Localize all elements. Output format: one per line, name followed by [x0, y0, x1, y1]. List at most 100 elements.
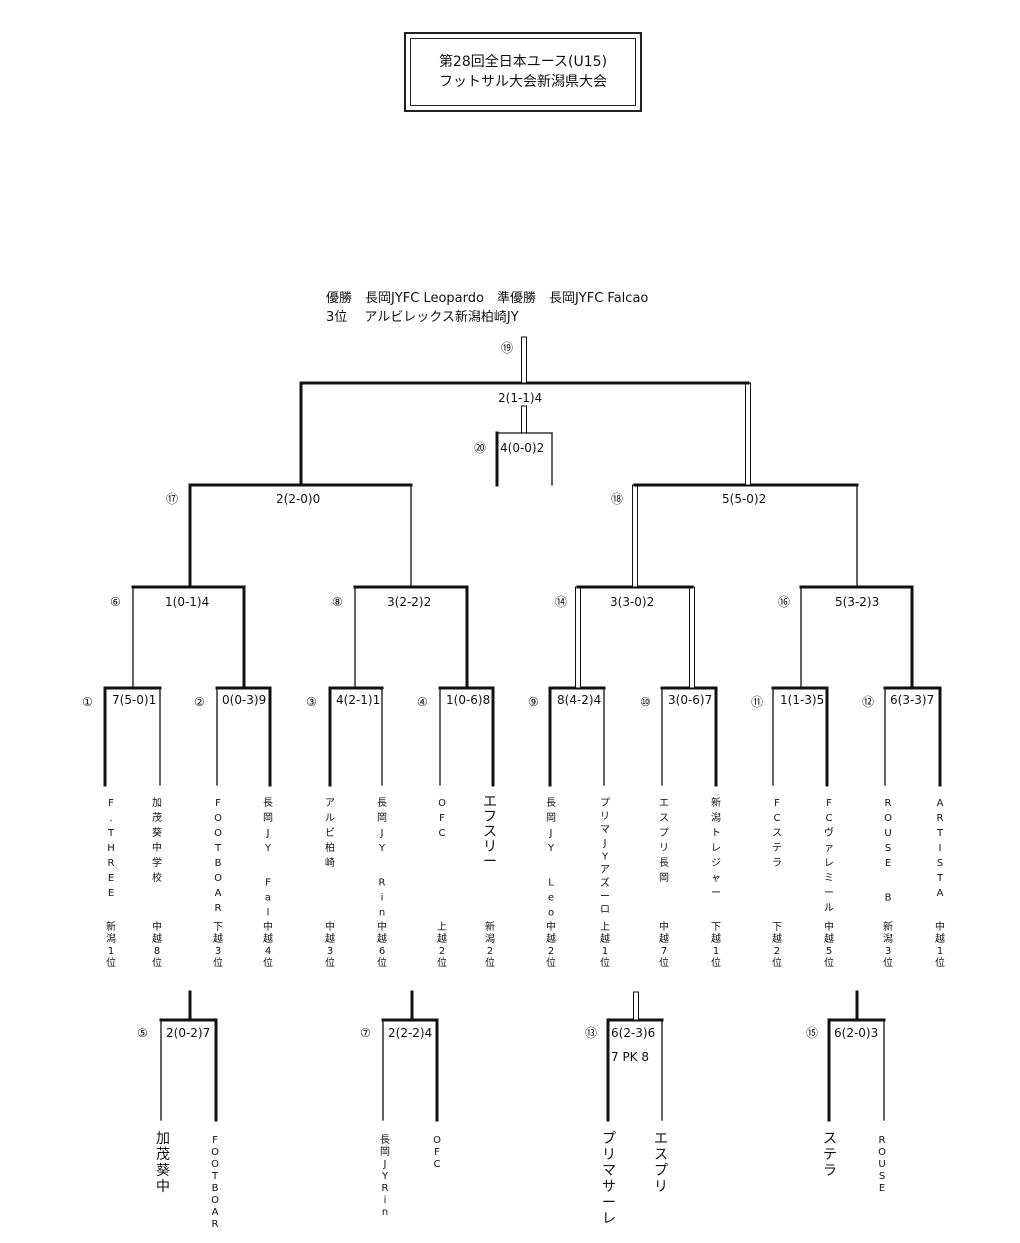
- glyph: 長: [659, 857, 669, 869]
- glyph: .: [109, 813, 112, 824]
- glyph: ー: [602, 1195, 616, 1211]
- glyph: 位: [600, 956, 610, 969]
- glyph: a: [265, 893, 271, 904]
- glyph: R: [212, 1219, 219, 1230]
- glyph: Y: [381, 1171, 389, 1182]
- glyph: 越: [213, 932, 223, 945]
- match-number: ④: [417, 695, 428, 709]
- glyph: ア: [325, 798, 335, 809]
- glyph: 新: [883, 920, 893, 933]
- glyph: I: [939, 843, 942, 854]
- glyph: 5: [826, 946, 832, 957]
- team-name: アルビ柏崎: [325, 798, 335, 869]
- glyph: ー: [824, 888, 834, 899]
- team-name: エスプリ長岡: [659, 798, 669, 884]
- match-number: ⑤: [137, 1026, 148, 1040]
- glyph: T: [936, 873, 944, 884]
- glyph: 位: [377, 956, 387, 969]
- match-number: ⑥: [110, 595, 121, 609]
- glyph: H: [107, 843, 115, 854]
- glyph: O: [211, 1195, 219, 1206]
- match-score: 2(2-2)4: [388, 1026, 432, 1040]
- glyph: ア: [600, 865, 610, 876]
- glyph: テ: [772, 843, 782, 854]
- glyph: J: [603, 838, 607, 849]
- cons-team-name: エスプリ: [654, 1131, 668, 1195]
- glyph: リ: [483, 839, 497, 855]
- glyph: E: [879, 1183, 885, 1194]
- glyph: 中: [263, 920, 273, 933]
- glyph: 1: [108, 946, 114, 957]
- glyph: 下: [213, 922, 223, 933]
- match-number: ⑩: [640, 695, 651, 709]
- match-score: 3(2-2)2: [387, 595, 431, 609]
- glyph: E: [108, 873, 114, 884]
- match-score: 4(0-0)2: [500, 441, 544, 455]
- glyph: l: [267, 908, 270, 919]
- glyph: 3: [215, 946, 221, 957]
- glyph: O: [214, 873, 222, 884]
- glyph: 位: [152, 956, 162, 969]
- glyph: レ: [824, 858, 834, 869]
- match-number: ⑲: [501, 341, 513, 355]
- glyph: O: [438, 798, 446, 809]
- glyph: 潟: [711, 811, 721, 824]
- glyph: 新: [106, 920, 116, 933]
- glyph: ラ: [823, 1163, 837, 1179]
- glyph: マ: [602, 1163, 616, 1179]
- glyph: エ: [659, 798, 669, 809]
- match-number: ⑳: [474, 441, 486, 455]
- glyph: O: [878, 1147, 886, 1158]
- glyph: マ: [600, 825, 610, 836]
- glyph: n: [379, 908, 385, 919]
- glyph: 越: [659, 932, 669, 945]
- glyph: 位: [485, 956, 495, 969]
- glyph: ト: [711, 828, 721, 839]
- glyph: 位: [935, 956, 945, 969]
- match-number: ⑭: [555, 595, 567, 609]
- glyph: ヴ: [824, 826, 834, 839]
- glyph: 中: [935, 920, 945, 933]
- glyph: 中: [546, 920, 556, 933]
- results-line-2: 3位 アルビレックス新潟柏崎JY: [326, 310, 519, 325]
- glyph: ズ: [600, 876, 610, 889]
- glyph: エ: [654, 1131, 668, 1147]
- glyph: 位: [213, 956, 223, 969]
- glyph: 校: [152, 871, 162, 884]
- match-score: 5(5-0)2: [722, 492, 766, 506]
- glyph: B: [215, 858, 222, 869]
- glyph: 位: [263, 956, 273, 969]
- glyph: T: [936, 828, 944, 839]
- glyph: 新: [711, 796, 721, 809]
- glyph: 位: [546, 956, 556, 969]
- glyph: リ: [659, 843, 669, 854]
- match-number: ⑫: [862, 695, 874, 709]
- title-line-1: 第28回全日本ユース(U15): [438, 54, 608, 70]
- glyph: F: [774, 798, 780, 809]
- glyph: 越: [152, 932, 162, 945]
- glyph: ス: [659, 813, 669, 824]
- glyph: ー: [483, 854, 497, 870]
- glyph: T: [214, 843, 222, 854]
- glyph: プ: [602, 1131, 616, 1147]
- glyph: O: [211, 1147, 219, 1158]
- glyph: O: [211, 1159, 219, 1170]
- glyph: 下: [711, 922, 721, 933]
- glyph: 8: [154, 946, 160, 957]
- glyph: レ: [602, 1211, 616, 1227]
- glyph: F: [212, 1135, 218, 1146]
